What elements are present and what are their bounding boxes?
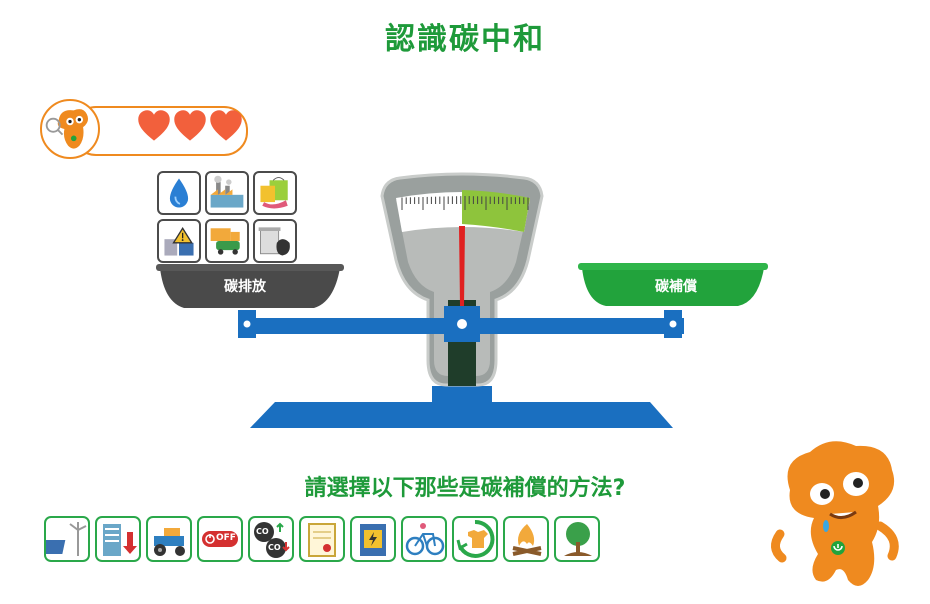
solar-wind-option[interactable]	[44, 516, 90, 562]
tree-planting-option[interactable]	[554, 516, 600, 562]
truck-car-icon	[205, 219, 249, 263]
heart-icon	[136, 108, 172, 148]
option-text: OFF	[216, 533, 236, 543]
emission-pan	[160, 268, 340, 308]
dial-ticks	[401, 196, 529, 210]
dial-needle	[459, 226, 465, 306]
factory-icon	[205, 171, 249, 215]
hearts-row	[136, 108, 244, 148]
scale-base	[250, 402, 673, 428]
question-text: 請選擇以下那些是碳補償的方法?	[304, 476, 626, 501]
heart-icon	[172, 108, 208, 148]
emission-pan-label: 碳排放	[224, 279, 266, 295]
bicycle-option[interactable]	[401, 516, 447, 562]
option-text-bottom: CO	[268, 543, 281, 552]
campfire-option[interactable]	[503, 516, 549, 562]
mascot-character	[760, 430, 920, 600]
offset-pan	[582, 268, 764, 306]
recycle-clothes-option[interactable]	[452, 516, 498, 562]
water-drop-icon	[157, 171, 201, 215]
tractor-option[interactable]	[146, 516, 192, 562]
scale-base-neck	[432, 386, 492, 404]
shopping-bags-icon	[253, 171, 297, 215]
beam-pivot	[457, 319, 467, 329]
offset-pan-label: 碳補償	[655, 279, 697, 295]
page-title: 認識碳中和	[385, 22, 545, 57]
player-avatar	[40, 99, 100, 159]
option-text-top: CO	[256, 527, 269, 536]
power-off-option[interactable]: OFF	[197, 516, 243, 562]
dial-green-zone	[462, 190, 530, 232]
lives-panel	[40, 99, 248, 159]
power-plant-warning-icon	[157, 219, 201, 263]
energy-label-option[interactable]	[350, 516, 396, 562]
heart-icon	[208, 108, 244, 148]
certificate-option[interactable]	[299, 516, 345, 562]
trash-bin-icon	[253, 219, 297, 263]
green-building-option[interactable]	[95, 516, 141, 562]
co2-reduce-option[interactable]: CO CO	[248, 516, 294, 562]
